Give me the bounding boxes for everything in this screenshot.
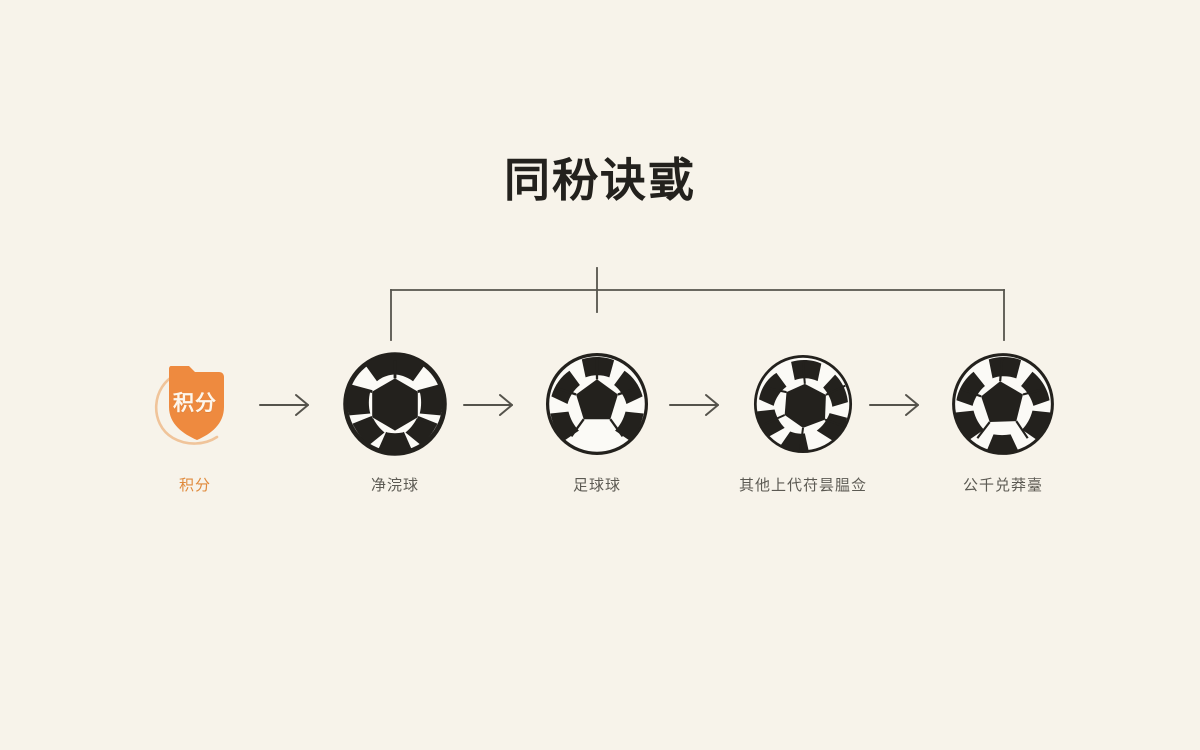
soccer-ball-icon xyxy=(753,354,853,454)
flow-node-step-3[interactable]: 其他上代苻昙腽佥 xyxy=(728,340,878,530)
arrow-right-icon-1 xyxy=(259,394,309,416)
badge-arc-icon xyxy=(154,372,219,445)
ball-art xyxy=(320,340,470,468)
flow-node-caption: 公千兑莽臺 xyxy=(962,477,1043,494)
badge-shield-shape xyxy=(169,366,224,440)
flow-node-step-1[interactable]: 净浣球 xyxy=(320,340,470,530)
soccer-ball-icon xyxy=(545,352,649,456)
soccer-ball-icon xyxy=(952,353,1054,455)
arrow-right-icon-3 xyxy=(669,394,719,416)
flow-node-caption: 净浣球 xyxy=(370,477,419,494)
soccer-ball-icon xyxy=(343,352,447,456)
ball-art xyxy=(522,340,672,468)
flow-node-caption: 足球球 xyxy=(572,477,621,494)
page-title: 同秎诀戜 xyxy=(504,154,696,206)
arrow-right-icon-2 xyxy=(463,394,513,416)
shield-badge-icon: 积分 xyxy=(143,352,247,456)
shield-badge-svg xyxy=(154,366,224,445)
flow-node-origin[interactable]: 积分 积分 xyxy=(120,340,270,530)
flow-node-caption: 其他上代苻昙腽佥 xyxy=(738,477,867,494)
badge-label: 积分 xyxy=(173,392,217,415)
ball-art xyxy=(728,340,878,468)
flow-node-step-4[interactable]: 公千兑莽臺 xyxy=(928,340,1078,530)
arrow-right-icon-4 xyxy=(869,394,919,416)
ball-art xyxy=(928,340,1078,468)
flow-node-step-2[interactable]: 足球球 xyxy=(522,340,672,530)
flow-row: 积分 积分 xyxy=(0,340,1200,530)
origin-art: 积分 xyxy=(120,340,270,468)
flow-node-caption: 积分 xyxy=(178,477,211,494)
